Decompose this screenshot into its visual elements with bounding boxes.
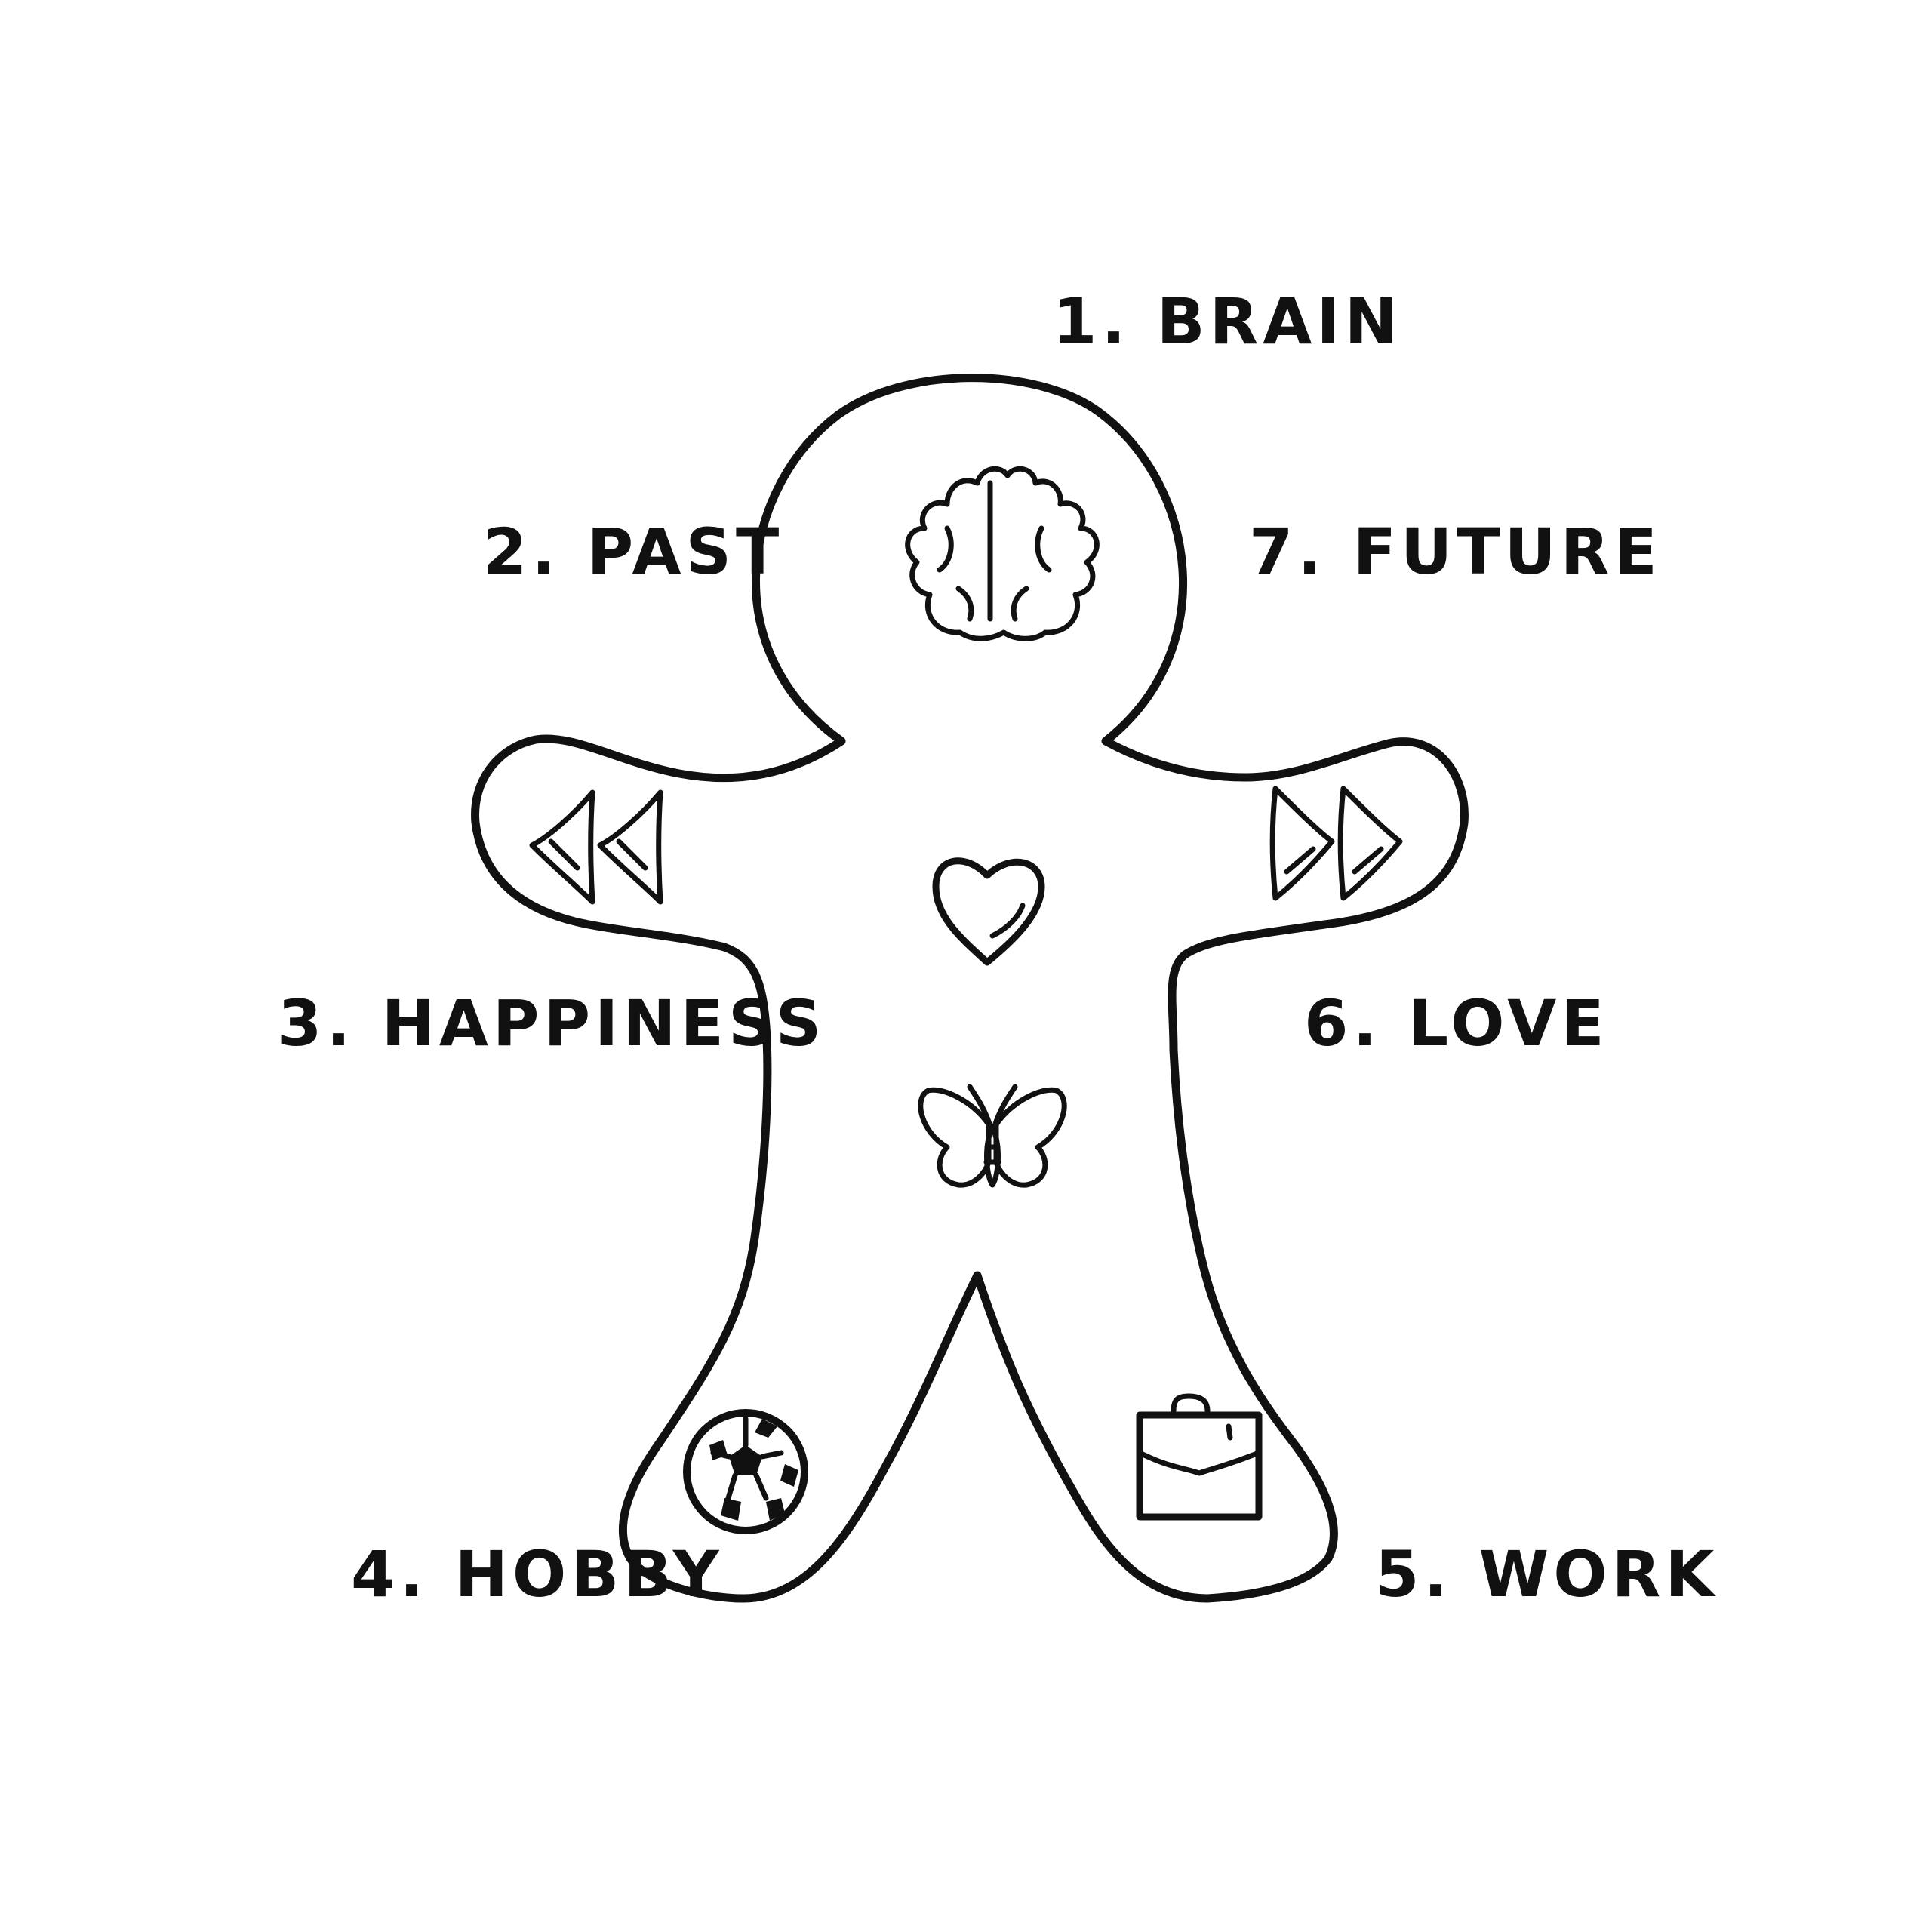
label-past: 2. PAST bbox=[483, 515, 783, 589]
brain-icon bbox=[905, 466, 1100, 641]
label-hobby: 4. HOBBY bbox=[351, 1537, 724, 1611]
fast-forward-icon bbox=[1269, 786, 1403, 901]
briefcase-icon bbox=[1136, 1393, 1263, 1521]
label-brain: 1. BRAIN bbox=[1053, 285, 1402, 358]
body-outline bbox=[471, 374, 1469, 1603]
label-happiness: 3. HAPPINESS bbox=[278, 986, 826, 1060]
heart-icon bbox=[932, 857, 1045, 966]
soccer-ball-icon bbox=[683, 1409, 808, 1534]
label-love: 6. LOVE bbox=[1304, 986, 1609, 1060]
butterfly-icon bbox=[918, 1084, 1067, 1188]
label-work: 5. WORK bbox=[1375, 1537, 1718, 1611]
label-future: 7. FUTURE bbox=[1249, 515, 1662, 589]
rewind-icon bbox=[529, 789, 663, 905]
